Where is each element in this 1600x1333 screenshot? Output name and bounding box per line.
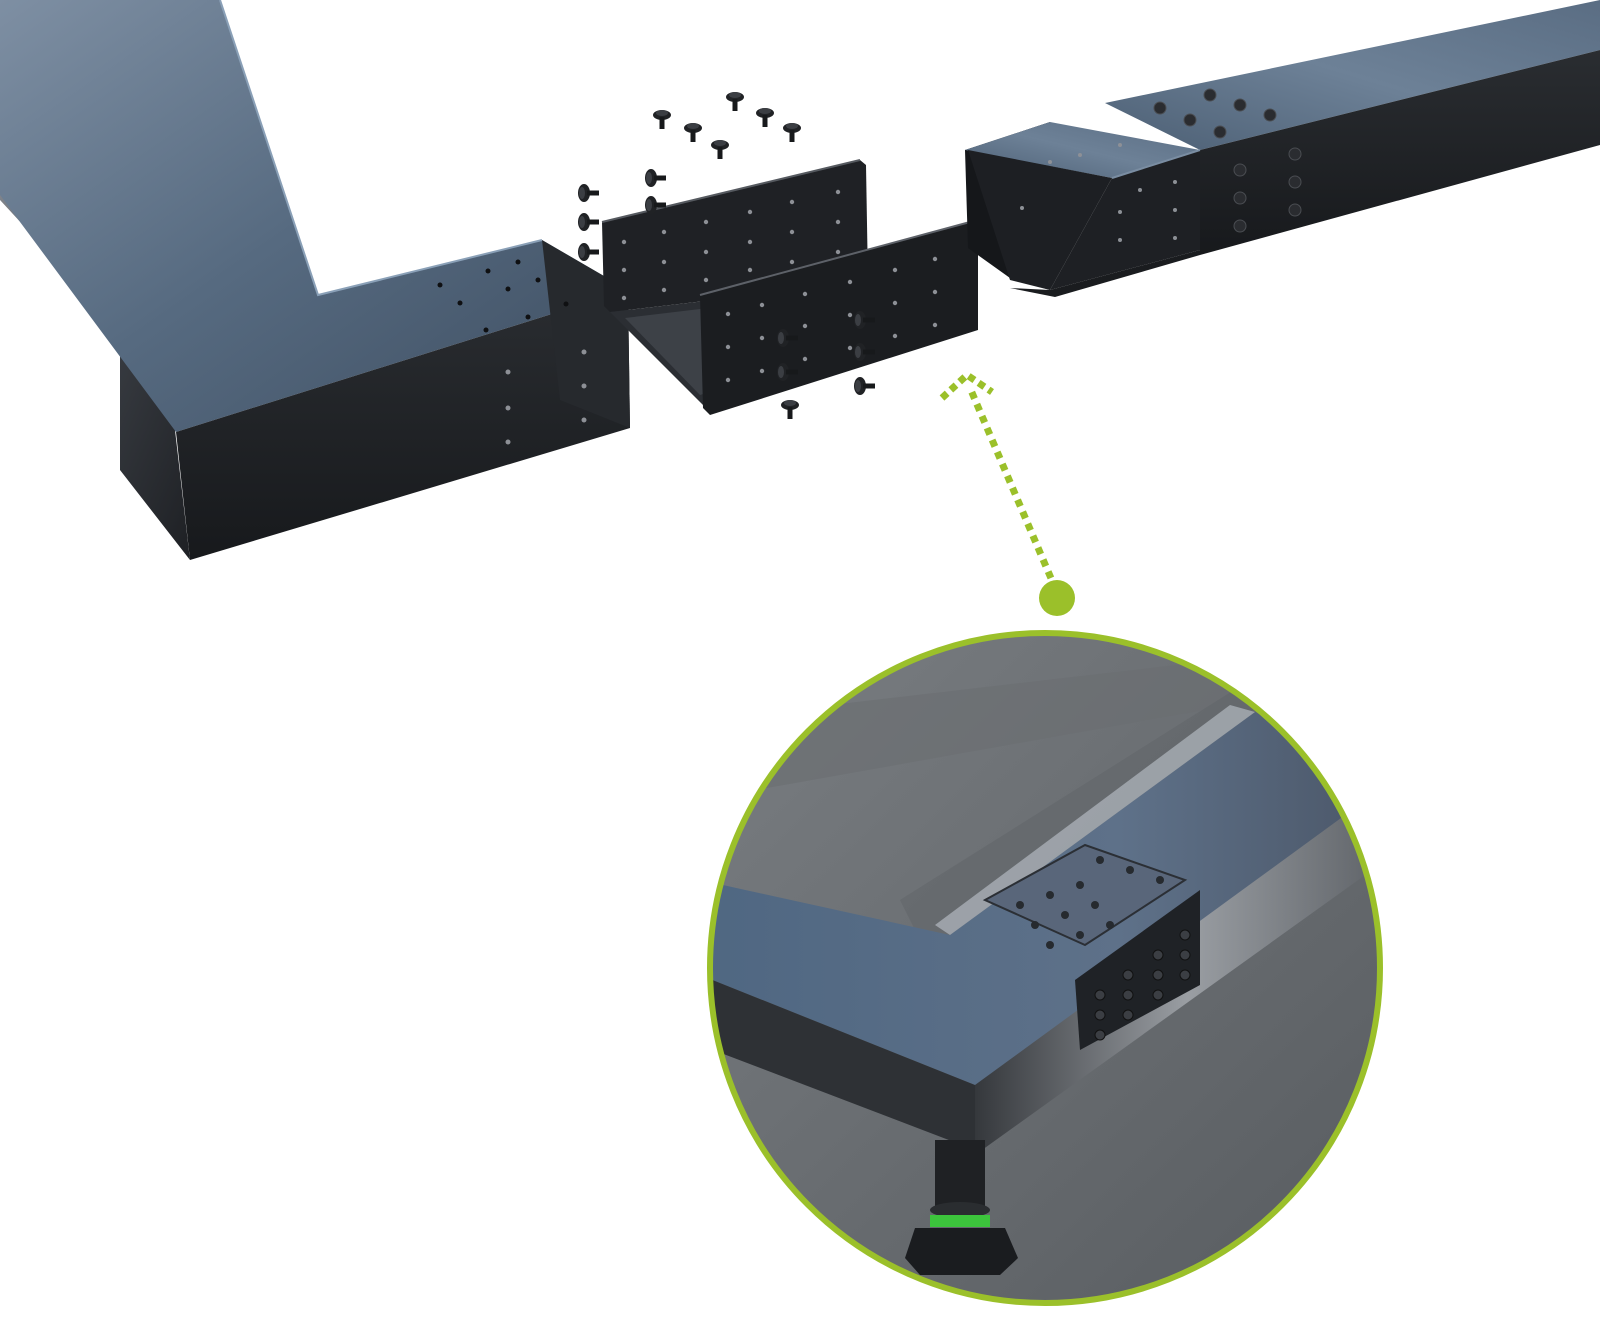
detail-beam-side <box>710 975 975 1150</box>
detail-view-ring <box>707 630 1383 1306</box>
l-beam-top-holes <box>437 259 569 333</box>
beam-top-surface <box>1105 0 1600 150</box>
u-channel-connector <box>601 159 978 415</box>
l-beam-side-holes <box>505 349 587 445</box>
callout-arrow <box>939 370 1075 616</box>
l-beam-top-surface <box>0 0 628 432</box>
connector-front-plate <box>700 222 978 415</box>
l-shaped-beam <box>0 0 630 560</box>
callout-anchor-dot <box>1039 580 1075 616</box>
detail-splice-plate <box>1075 890 1200 1050</box>
detail-view <box>707 630 1383 1306</box>
detail-top-plate <box>982 843 1188 947</box>
straight-beam <box>965 0 1600 297</box>
beam-side-face <box>1050 150 1200 290</box>
beam-long-side-face <box>1200 50 1600 255</box>
l-beam-front-face <box>176 290 630 560</box>
pedestal-foot-near <box>905 1140 1018 1275</box>
